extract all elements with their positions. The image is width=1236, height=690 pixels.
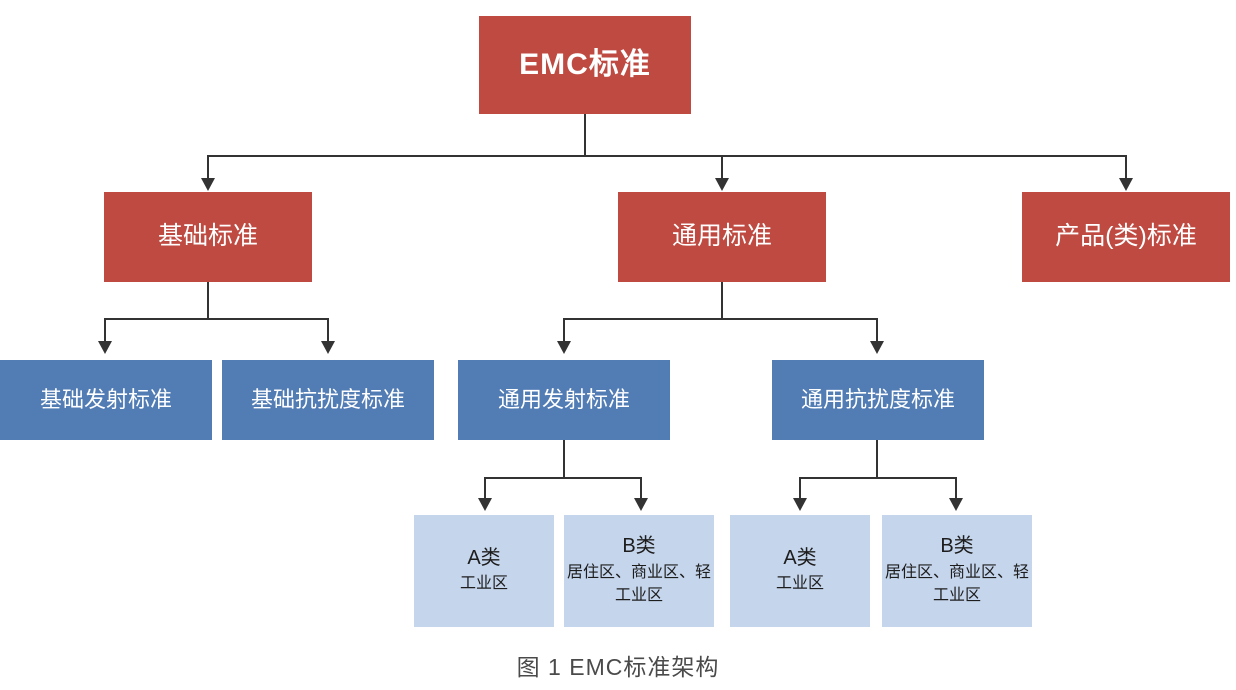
connector-to-gi-class-b — [955, 477, 957, 501]
connector-to-gi-class-a — [799, 477, 801, 501]
connector-generic-bus — [563, 318, 878, 320]
figure-caption: 图 1 EMC标准架构 — [516, 654, 720, 680]
node-generic-standard[interactable]: 通用标准 — [618, 192, 826, 282]
connector-generic-stem — [721, 282, 723, 319]
node-emc-standard[interactable]: EMC标准 — [479, 16, 691, 114]
connector-level2-bus — [207, 155, 1127, 157]
arrow-to-generic-emission — [557, 341, 571, 354]
node-emc-standard-label: EMC标准 — [519, 48, 651, 82]
connector-generic-immunity-stem — [876, 440, 878, 478]
connector-root-stem — [584, 114, 586, 156]
arrow-to-basic-emission — [98, 341, 112, 354]
node-product-standard[interactable]: 产品(类)标准 — [1022, 192, 1230, 282]
node-ge-class-b[interactable]: B类 居住区、商业区、轻工业区 — [564, 515, 714, 627]
node-generic-emission-standard-label: 通用发射标准 — [497, 387, 630, 413]
connector-basic-stem — [207, 282, 209, 319]
node-gi-class-a-subtitle: 工业区 — [775, 575, 824, 593]
arrow-to-gi-class-b — [949, 498, 963, 511]
connector-to-basic — [207, 155, 209, 182]
arrow-to-basic-immunity — [321, 341, 335, 354]
connector-to-product — [1125, 155, 1127, 182]
connector-basic-bus — [104, 318, 329, 320]
node-gi-class-b[interactable]: B类 居住区、商业区、轻工业区 — [882, 515, 1032, 627]
node-ge-class-b-title: B类 — [622, 535, 656, 558]
node-gi-class-a-title: A类 — [783, 546, 817, 569]
node-basic-immunity-standard-label: 基础抗扰度标准 — [250, 387, 405, 413]
node-ge-class-b-subtitle: 居住区、商业区、轻工业区 — [566, 563, 711, 604]
connector-to-generic-emission — [563, 318, 565, 344]
arrow-to-product — [1119, 178, 1133, 191]
node-generic-immunity-standard[interactable]: 通用抗扰度标准 — [772, 360, 984, 440]
node-ge-class-a-subtitle: 工业区 — [459, 575, 508, 593]
node-basic-emission-standard[interactable]: 基础发射标准 — [0, 360, 212, 440]
node-basic-immunity-standard[interactable]: 基础抗扰度标准 — [222, 360, 434, 440]
node-gi-class-b-subtitle: 居住区、商业区、轻工业区 — [884, 563, 1029, 604]
node-gi-class-b-title: B类 — [940, 535, 974, 558]
node-ge-class-a[interactable]: A类 工业区 — [414, 515, 554, 627]
node-generic-immunity-standard-label: 通用抗扰度标准 — [800, 387, 955, 413]
node-basic-standard-label: 基础标准 — [157, 222, 258, 251]
connector-generic-emission-stem — [563, 440, 565, 478]
connector-to-basic-emission — [104, 318, 106, 344]
arrow-to-ge-class-b — [634, 498, 648, 511]
node-ge-class-a-title: A类 — [467, 546, 501, 569]
connector-to-generic-immunity — [876, 318, 878, 344]
connector-generic-immunity-bus — [799, 477, 957, 479]
arrow-to-ge-class-a — [478, 498, 492, 511]
connector-generic-emission-bus — [484, 477, 642, 479]
node-basic-emission-standard-label: 基础发射标准 — [39, 387, 172, 413]
connector-to-ge-class-b — [640, 477, 642, 501]
arrow-to-generic — [715, 178, 729, 191]
arrow-to-basic — [201, 178, 215, 191]
node-product-standard-label: 产品(类)标准 — [1055, 222, 1197, 251]
node-basic-standard[interactable]: 基础标准 — [104, 192, 312, 282]
node-generic-standard-label: 通用标准 — [671, 222, 772, 251]
node-generic-emission-standard[interactable]: 通用发射标准 — [458, 360, 670, 440]
connector-to-basic-immunity — [327, 318, 329, 344]
arrow-to-generic-immunity — [870, 341, 884, 354]
connector-to-ge-class-a — [484, 477, 486, 501]
node-gi-class-a[interactable]: A类 工业区 — [730, 515, 870, 627]
connector-to-generic — [721, 155, 723, 182]
arrow-to-gi-class-a — [793, 498, 807, 511]
